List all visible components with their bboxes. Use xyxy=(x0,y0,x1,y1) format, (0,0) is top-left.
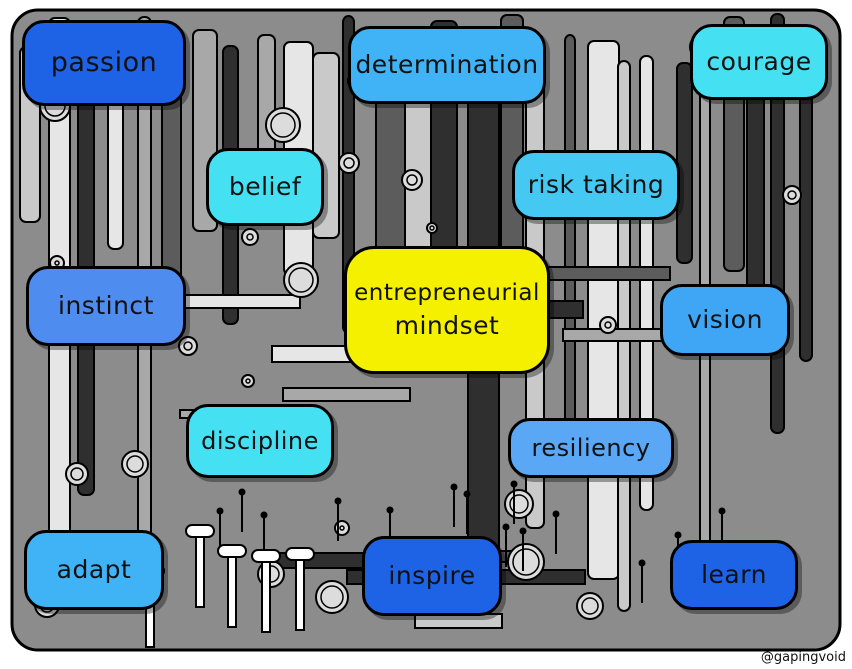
author-credit: @gapingvoid xyxy=(760,650,846,665)
doodle-antenna-dot xyxy=(238,488,246,496)
doodle-connector xyxy=(282,387,411,402)
doodle-spiral-inner xyxy=(270,112,296,138)
doodle-spiral-inner xyxy=(604,321,612,329)
doodle-mushroom-cap xyxy=(185,524,215,538)
doodle-spiral-inner xyxy=(512,548,540,576)
doodle-mushroom-cap xyxy=(285,547,315,561)
word-passion: passion xyxy=(22,20,186,106)
word-adapt-text: adapt xyxy=(56,555,132,585)
word-learn-text: learn xyxy=(701,560,767,590)
doodle-spiral xyxy=(121,450,149,478)
doodle-spiral-inner xyxy=(509,494,529,514)
doodle-mushroom-stem xyxy=(195,536,205,608)
doodle-mushroom-stem xyxy=(227,556,237,628)
word-risk-taking: risk taking xyxy=(512,150,680,220)
doodle-antenna-dot xyxy=(334,497,342,505)
doodle-mushroom-cap xyxy=(251,549,281,563)
word-courage: courage xyxy=(690,24,828,100)
doodle-spiral-inner xyxy=(245,378,251,384)
doodle-mushroom-stem xyxy=(261,561,271,633)
doodle-spiral-inner xyxy=(246,233,254,241)
word-discipline: discipline xyxy=(186,404,334,478)
word-vision: vision xyxy=(660,284,790,356)
doodle-spiral xyxy=(338,152,360,174)
word-determination-text: determination xyxy=(355,50,539,80)
doodle-spiral xyxy=(65,462,89,486)
center-line-1: entrepreneurial xyxy=(354,279,540,306)
doodle-antenna-dot xyxy=(552,510,560,518)
doodle-spiral xyxy=(782,185,802,205)
word-determination: determination xyxy=(348,26,546,104)
doodle-antenna-dot xyxy=(674,531,682,539)
word-adapt: adapt xyxy=(24,530,164,610)
doodle-spiral-inner xyxy=(54,260,60,266)
word-vision-text: vision xyxy=(687,305,763,335)
word-passion-text: passion xyxy=(50,47,158,79)
word-entrepreneurial-mindset: entrepreneurial mindset xyxy=(344,246,550,374)
word-inspire-text: inspire xyxy=(388,561,476,591)
word-learn: learn xyxy=(670,540,798,610)
word-belief-text: belief xyxy=(228,172,302,202)
doodle-spiral xyxy=(401,169,423,191)
doodle-spiral-inner xyxy=(126,455,144,473)
doodle-spiral-inner xyxy=(183,341,193,351)
word-risk-taking-text: risk taking xyxy=(527,170,665,200)
word-discipline-text: discipline xyxy=(201,426,319,455)
doodle-mushroom-cap xyxy=(217,544,247,558)
center-line-2: mindset xyxy=(394,310,500,340)
doodle-spiral xyxy=(504,489,534,519)
doodle-antenna-dot xyxy=(638,559,646,567)
doodle-antenna-dot xyxy=(502,523,510,531)
doodle-spiral-inner xyxy=(288,267,314,293)
word-resiliency: resiliency xyxy=(508,418,674,478)
doodle-antenna-dot xyxy=(450,483,458,491)
doodle-spiral xyxy=(241,374,255,388)
doodle-connector xyxy=(271,345,354,363)
doodle-spiral-inner xyxy=(429,225,435,231)
doodle-antenna-dot xyxy=(216,507,224,515)
doodle-spiral xyxy=(426,222,438,234)
word-inspire: inspire xyxy=(362,536,502,616)
doodle-spiral-inner xyxy=(343,157,355,169)
doodle-spiral xyxy=(241,228,259,246)
doodle-connector xyxy=(414,613,503,629)
word-belief: belief xyxy=(206,148,324,226)
doodle-spiral-inner xyxy=(70,467,84,481)
doodle-spiral xyxy=(576,592,604,620)
doodle-spiral-inner xyxy=(787,190,797,200)
word-courage-text: courage xyxy=(706,47,812,77)
doodle-antenna-dot xyxy=(718,507,726,515)
word-instinct-text: instinct xyxy=(58,291,154,321)
word-instinct: instinct xyxy=(26,266,186,346)
doodle-spiral xyxy=(599,316,617,334)
doodle-spiral xyxy=(178,336,198,356)
doodle-antenna-dot xyxy=(510,480,518,488)
doodle-bar xyxy=(676,62,693,264)
doodle-spiral-inner xyxy=(581,597,599,615)
doodle-antenna-dot xyxy=(463,490,471,498)
doodle-antenna-dot xyxy=(386,506,394,514)
doodle-spiral-inner xyxy=(339,525,345,531)
doodle-spiral-inner xyxy=(406,174,418,186)
doodle-antenna-dot xyxy=(519,527,527,535)
doodle-spiral-inner xyxy=(320,585,344,609)
doodle-mushroom-stem xyxy=(295,559,305,631)
doodle-bar xyxy=(587,40,620,580)
word-resiliency-text: resiliency xyxy=(531,433,651,462)
doodle-antenna-dot xyxy=(260,511,268,519)
doodle-bar xyxy=(564,34,576,437)
